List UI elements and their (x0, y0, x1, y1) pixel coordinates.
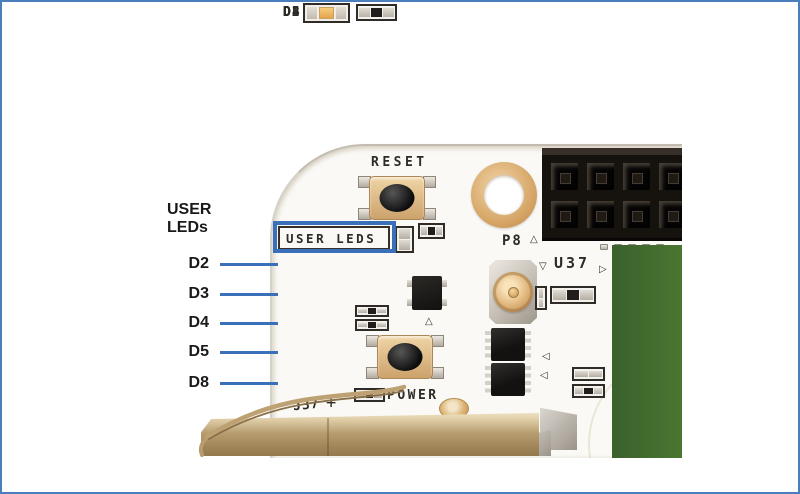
group-label-line2: LEDs (167, 219, 208, 236)
resistor-footprint (550, 286, 596, 304)
leader-line (220, 293, 278, 296)
soic-ic (485, 363, 531, 396)
leader-line (220, 382, 278, 385)
led-designator-silkscreen: D4 (283, 5, 301, 20)
capacitor-footprint (395, 226, 414, 253)
led-designator-silkscreen: D5 (283, 5, 301, 20)
led-row: D8 (283, 2, 399, 24)
group-label-line1: USER (167, 201, 212, 218)
triangle-up-mark: △ (530, 234, 538, 245)
highlight-box (273, 221, 396, 253)
resistor-footprint (355, 319, 389, 331)
led-package (303, 3, 350, 23)
resistor-footprint (355, 305, 389, 317)
header-pin-hole (623, 201, 650, 228)
annotation-led-label: D8 (188, 374, 209, 391)
header-pin-hole (623, 163, 650, 190)
resistor-footprint (418, 223, 445, 239)
led-chip (318, 7, 335, 19)
annotation-led-label: D5 (188, 343, 209, 360)
resistor-footprint (572, 367, 605, 381)
wifi-module (612, 245, 682, 458)
header-pin-hole (659, 201, 682, 228)
header-pin-hole (659, 163, 682, 190)
led-designator-silkscreen: D2 (283, 5, 301, 20)
led-designator-silkscreen: D8 (283, 5, 301, 20)
header-pin-hole (587, 201, 614, 228)
annotation-group-label: USER LEDs (167, 201, 211, 237)
board-photo: RESET USER LEDS D2 D3 (2, 2, 682, 458)
resistor-footprint (572, 384, 605, 398)
triangle-left-mark: ◁ (540, 370, 548, 381)
reset-button (358, 174, 436, 222)
user-leds-silkscreen: USER LEDS (286, 231, 377, 246)
antenna-wire (198, 384, 407, 457)
header-pin-hole (551, 163, 578, 190)
soic-ic (485, 328, 531, 361)
annotation-led-label: D3 (188, 285, 209, 302)
p8-silkscreen: P8 (502, 233, 523, 249)
ufl-center-pin (508, 287, 519, 298)
header-pin-hole (587, 163, 614, 190)
button-plunger (379, 184, 415, 212)
leader-line (220, 263, 278, 266)
solder-pad (600, 244, 608, 250)
button-plunger (387, 343, 423, 371)
annotation-led-label: D2 (188, 255, 209, 272)
mounting-hole (471, 162, 537, 228)
header-connector (542, 148, 682, 241)
header-pin-hole (551, 201, 578, 228)
sot23-transistor (407, 276, 447, 310)
capacitor-footprint (535, 286, 547, 310)
reset-silkscreen: RESET (371, 155, 428, 170)
leader-line (220, 322, 278, 325)
triangle-left-mark: ◁ (542, 351, 550, 362)
triangle-up-mark: △ (425, 316, 433, 327)
rf-shield-can (201, 412, 539, 456)
leader-line (220, 351, 278, 354)
triangle-down-mark: ▽ (539, 261, 547, 272)
j37-plus-mark: + (326, 393, 337, 413)
triangle-right-mark: ▷ (599, 264, 607, 275)
power-button (366, 333, 444, 381)
resistor-footprint (356, 4, 397, 21)
annotation-led-label: D4 (188, 314, 209, 331)
led-designator-silkscreen: D3 (283, 5, 301, 20)
u37-silkscreen: U37 (554, 254, 591, 272)
